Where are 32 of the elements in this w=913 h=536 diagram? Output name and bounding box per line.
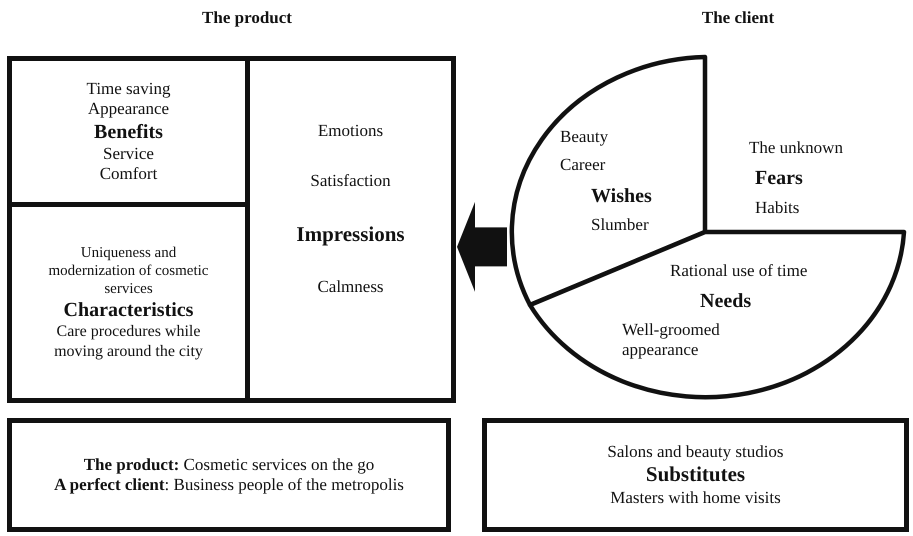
box-heading: Characteristics xyxy=(64,298,194,322)
sector-heading: Wishes xyxy=(591,184,652,208)
sector-text: The unknown xyxy=(749,138,843,158)
text-box xyxy=(7,418,451,532)
box-text: Time saving xyxy=(86,78,170,100)
box-heading: Substitutes xyxy=(646,462,746,488)
box-heading: Benefits xyxy=(94,120,163,144)
box-text: Comfort xyxy=(100,164,158,184)
box-text: A perfect client: Business people of the metropolis xyxy=(54,475,404,496)
box-text: Masters with home visits xyxy=(610,488,781,508)
box-text: Service xyxy=(103,144,154,164)
box-text: Salons and beauty studios xyxy=(607,442,784,462)
sector-text: Well-groomed appearance xyxy=(622,320,721,361)
box-heading: Impressions xyxy=(296,222,405,247)
box-text: Emotions xyxy=(318,121,384,142)
box-text: The product: Cosmetic services on the go xyxy=(84,454,374,475)
sector-heading: Needs xyxy=(700,289,752,313)
box-text: Calmness xyxy=(317,276,384,298)
column-heading: The product xyxy=(202,8,292,28)
sector-heading: Fears xyxy=(755,166,803,190)
box-text: Care procedures while moving around the city xyxy=(53,322,204,361)
text-box xyxy=(482,418,909,532)
box-text: Satisfaction xyxy=(310,171,391,192)
sector-text: Habits xyxy=(755,198,800,218)
sector-text: Rational use of time xyxy=(670,261,808,282)
block-arrow xyxy=(457,202,507,292)
column-heading: The client xyxy=(702,8,774,28)
box-text: Appearance xyxy=(88,99,170,120)
sector-text: Slumber xyxy=(591,215,649,236)
sector-text: Beauty xyxy=(560,127,608,148)
sector-text: Career xyxy=(560,155,606,176)
box-text: Uniqueness and modernization of cosmetic services xyxy=(48,244,210,298)
